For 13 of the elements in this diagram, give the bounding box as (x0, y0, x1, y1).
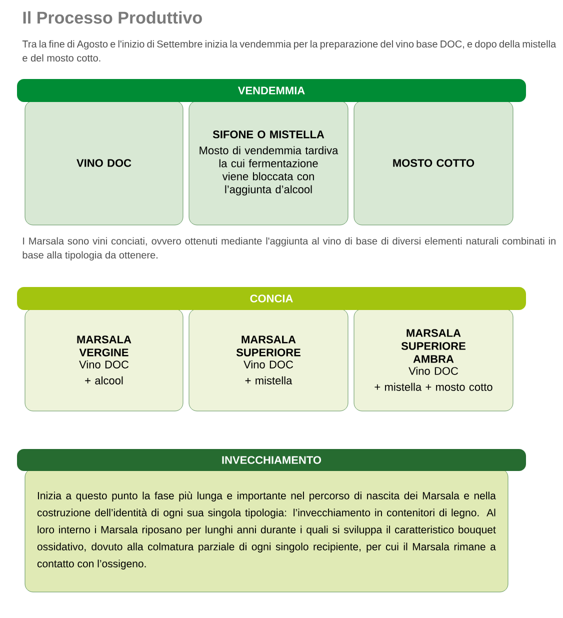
process-box: MARSALA SUPERIORE AMBRA Vino DOC + mistella + mosto cotto (354, 308, 514, 412)
title: Il Processo Produttivo (23, 11, 202, 24)
process-box: MARSALA VERGINE Vino DOC + alcool (24, 308, 184, 412)
section-header: CONCIA (17, 287, 526, 310)
section-header: VENDEMMIA (17, 79, 526, 102)
intro-paragraph: I Marsala sono vini conciati, ovvero ottenuti mediante l'aggiunta al vino di base di diversi elementi naturali combinati in base alla tipologia da ottenere. (22, 237, 556, 261)
text-box: Inizia a questo punto la fase più lunga e importante nel percorso di nascita dei Marsala e nella costruzione dell’identità di ogni sua singola tipologia: l’invecchiamento in contenitori di legno. Al loro interno i Marsala riposano per lunghi anni durante i quali si sviluppa il caratteristico bouquet ossidativo, dovuto alla colmatura parziale di ogni singolo recipiente, per cui il Marsala rimane a contatto con l’ossigeno. (24, 468, 508, 592)
intro-paragraph: Tra la fine di Agosto e l'inizio di Settembre inizia la vendemmia per la preparazione del vino base DOC, e dopo della mistella e del mosto cotto. (22, 40, 556, 62)
process-box: MARSALA SUPERIORE Vino DOC + mistella (188, 308, 348, 412)
section-header: INVECCHIAMENTO (17, 449, 526, 471)
process-box: SIFONE O MISTELLA Mosto di vendemmia tardiva la cui fermentazione viene bloccata con l’aggiunta d’alcool (188, 100, 348, 226)
process-box: VINO DOC (24, 100, 184, 226)
process-box: MOSTO COTTO (354, 100, 514, 226)
